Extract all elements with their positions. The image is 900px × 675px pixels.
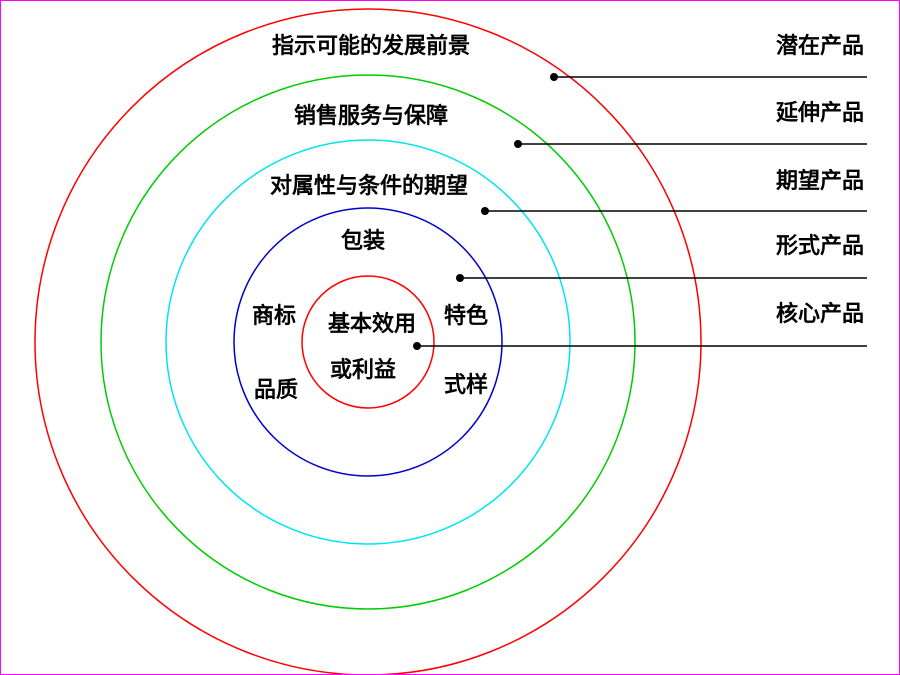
label-core-product: 核心产品	[776, 301, 864, 327]
core-text-line1: 基本效用	[328, 311, 416, 337]
label-potential-product: 潜在产品	[776, 33, 864, 59]
attribute-style: 式样	[444, 372, 488, 398]
ring-text-expected: 对属性与条件的期望	[270, 173, 468, 199]
label-expected-product: 期望产品	[776, 169, 864, 194]
ring-text-potential: 指示可能的发展前景	[272, 33, 470, 59]
circle-augmented-product	[100, 74, 636, 610]
leader-dot-expected	[481, 207, 489, 215]
leader-dot-potential	[550, 73, 558, 81]
attribute-quality: 品质	[254, 378, 298, 403]
ring-text-augmented: 销售服务与保障	[294, 103, 448, 129]
label-formal-product: 形式产品	[776, 234, 864, 259]
leader-dot-formal	[456, 274, 464, 282]
circle-expected-product	[165, 139, 571, 545]
label-augmented-product: 延伸产品	[775, 101, 864, 126]
leader-dot-core	[413, 342, 421, 350]
attribute-trademark: 商标	[252, 303, 296, 329]
ring-text-formal: 包装	[341, 228, 385, 254]
circle-potential-product	[34, 8, 702, 674]
attribute-features: 特色	[444, 303, 488, 329]
circle-formal-product	[233, 207, 503, 477]
circle-core-product	[301, 275, 435, 409]
core-text-line2: 或利益	[330, 357, 396, 383]
leader-dot-augmented	[514, 140, 522, 148]
